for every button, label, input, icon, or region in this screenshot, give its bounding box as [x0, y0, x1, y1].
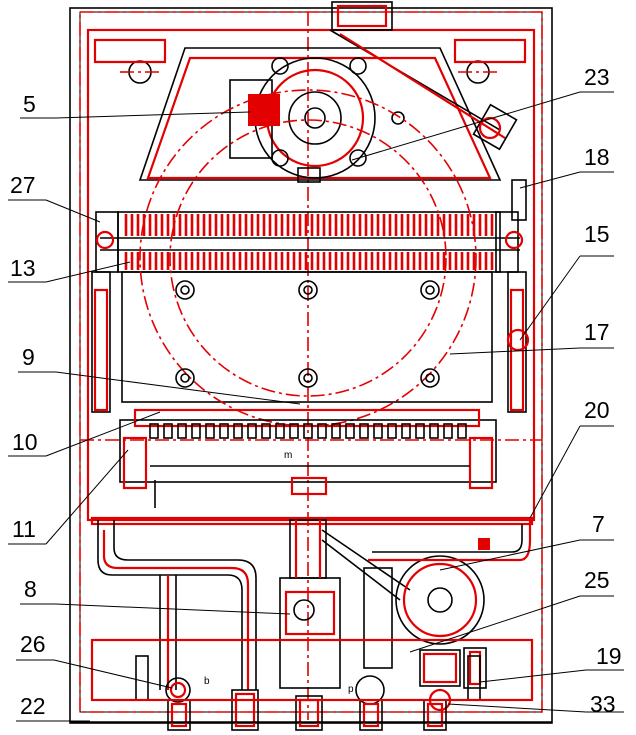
svg-text:19: 19 — [596, 643, 622, 669]
callout-22: 22 — [16, 693, 90, 722]
burner-ramp — [373, 423, 383, 439]
burner: m — [119, 408, 497, 508]
callout-25: 25 — [409, 567, 614, 653]
callout-7: 7 — [439, 511, 614, 571]
callout-17: 17 — [449, 319, 614, 355]
svg-text:17: 17 — [584, 319, 610, 345]
diverter-marker — [478, 538, 490, 550]
burner-ramp — [415, 423, 425, 439]
burner-mark-m: m — [284, 450, 292, 461]
svg-text:33: 33 — [590, 691, 616, 717]
svg-text:18: 18 — [584, 144, 610, 170]
burner-ramp — [443, 423, 453, 439]
valve-mark-p: p — [348, 684, 354, 695]
burner-ramp — [317, 423, 327, 439]
svg-text:13: 13 — [10, 255, 36, 281]
callout-10: 10 — [8, 411, 161, 457]
burner-ramp — [429, 423, 439, 439]
burner-ramp — [387, 423, 397, 439]
burner-ramp — [303, 423, 313, 439]
burner-ramp — [149, 423, 159, 439]
callout-15: 15 — [519, 221, 614, 341]
callout-13: 13 — [8, 255, 131, 283]
svg-text:27: 27 — [10, 172, 36, 198]
svg-text:5: 5 — [23, 91, 36, 117]
svg-text:7: 7 — [592, 511, 605, 537]
svg-text:m: m — [284, 450, 292, 461]
svg-text:11: 11 — [12, 516, 36, 542]
callout-33: 33 — [447, 691, 624, 717]
callout-8: 8 — [20, 576, 291, 615]
svg-text:25: 25 — [584, 567, 610, 593]
exchanger-fins-upper — [124, 214, 494, 236]
svg-text:10: 10 — [12, 429, 38, 455]
svg-text:20: 20 — [584, 397, 610, 423]
callout-9: 9 — [18, 344, 301, 405]
burner-ramp — [289, 423, 299, 439]
burner-ramp — [331, 423, 341, 439]
burner-ramp — [205, 423, 215, 439]
burner-ramp — [275, 423, 285, 439]
burner-ramp — [191, 423, 201, 439]
fan-assembly — [138, 29, 518, 183]
heat-exchanger — [95, 211, 524, 273]
burner-ramps — [149, 423, 467, 439]
burner-ramp — [177, 423, 187, 439]
svg-text:9: 9 — [22, 344, 35, 370]
callout-19: 19 — [479, 643, 624, 683]
callout-26: 26 — [16, 631, 173, 689]
burner-ramp — [261, 423, 271, 439]
burner-ramp — [401, 423, 411, 439]
bottom-connectors — [167, 689, 447, 731]
burner-ramp — [359, 423, 369, 439]
callout-20: 20 — [529, 397, 614, 519]
burner-ramp — [219, 423, 229, 439]
burner-ramp — [457, 423, 467, 439]
callout-18: 18 — [519, 144, 614, 189]
callout-27: 27 — [8, 172, 101, 223]
burner-ramp — [247, 423, 257, 439]
callout-11: 11 — [8, 449, 129, 545]
boiler-casing — [69, 1, 553, 724]
svg-text:22: 22 — [20, 693, 46, 719]
callout-23: 23 — [351, 64, 614, 161]
callout-5: 5 — [20, 91, 251, 119]
svg-text:26: 26 — [20, 631, 46, 657]
burner-ramp — [345, 423, 355, 439]
hydraulic-group: b p — [70, 516, 552, 731]
valve-mark-b: b — [204, 676, 210, 687]
svg-text:23: 23 — [584, 64, 610, 90]
svg-text:15: 15 — [584, 221, 610, 247]
chamber-fixing-bolts — [175, 280, 440, 388]
svg-text:8: 8 — [24, 576, 37, 602]
exchanger-fins-lower — [124, 252, 494, 270]
burner-ramp — [233, 423, 243, 439]
burner-ramp — [163, 423, 173, 439]
